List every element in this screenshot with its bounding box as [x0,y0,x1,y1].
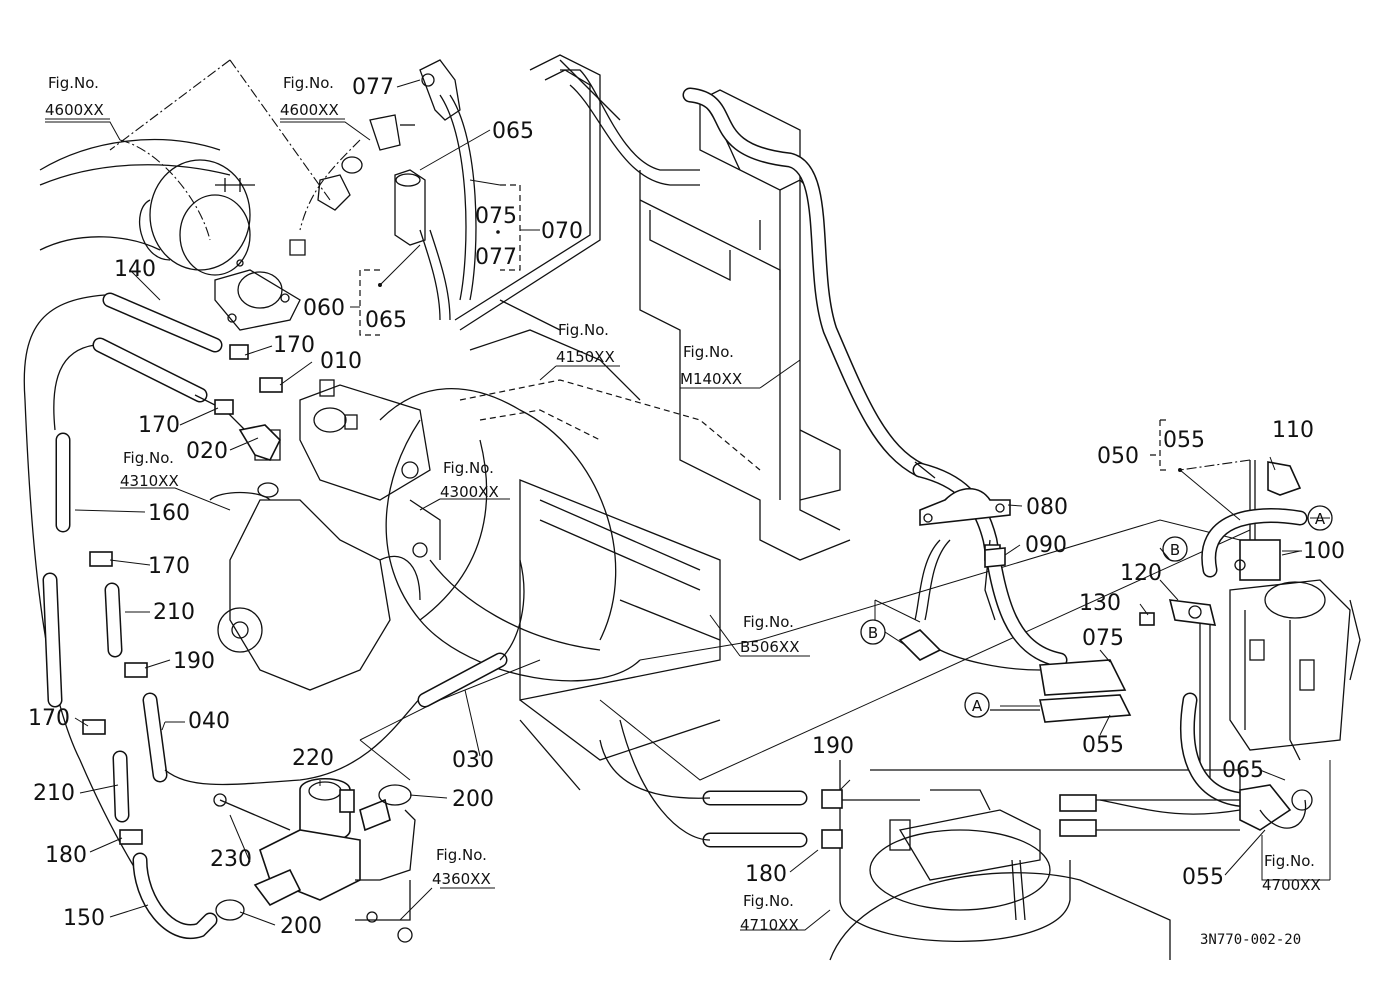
fig-ref-4600-left: Fig.No. 4600XX [45,74,110,120]
part-190: 190 [173,649,215,674]
part-160: 160 [148,501,190,526]
heater-unit [599,719,1241,961]
fig-ref-code: 4600XX [45,101,104,119]
part-070: 070 [541,219,583,244]
part-230: 230 [210,847,252,872]
callout-letter: A [972,697,983,715]
fig-ref-title: Fig.No. [283,74,334,92]
fig-ref-4310: Fig.No. 4310XX [120,449,179,490]
fig-ref-title: Fig.No. [558,321,609,339]
fig-ref-4710: Fig.No. 4710XX [740,892,799,934]
part-055: 055 [1182,865,1224,890]
sensor-connector-parts [317,59,461,246]
part-060: 060 [303,296,345,321]
part-050: 050 [1097,444,1139,469]
part-055: 055 [1082,733,1124,758]
fig-ref-m140: Fig.No. M140XX [680,343,742,388]
fig-ref-code: 4300XX [440,483,499,501]
part-170: 170 [273,333,315,358]
engine-outline [39,138,1251,791]
fig-ref-title: Fig.No. [443,459,494,477]
fig-ref-title: Fig.No. [436,846,487,864]
fig-ref-title: Fig.No. [123,449,174,467]
leader-lines [45,59,1331,931]
part-170: 170 [28,706,70,731]
callout-a-top: A [1307,505,1333,531]
part-200: 200 [452,787,494,812]
part-090: 090 [1025,533,1067,558]
part-110: 110 [1272,418,1314,443]
fig-ref-code: 4360XX [432,870,491,888]
part-077: 077 [475,245,517,270]
fig-ref-code: 4150XX [556,348,615,366]
part-130: 130 [1079,591,1121,616]
callout-letter: B [1170,541,1180,559]
callout-b-top: B [1162,536,1188,562]
fig-ref-code: 4710XX [740,916,799,934]
part-170: 170 [138,413,180,438]
part-100: 100 [1303,539,1345,564]
callout-letter: A [1315,510,1326,528]
fig-ref-code: M140XX [680,370,742,388]
center-hose-030 [417,559,525,708]
fig-ref-4300: Fig.No. 4300XX [440,459,499,501]
fig-ref-code: B506XX [740,638,799,656]
part-170: 170 [148,554,190,579]
part-180: 180 [745,862,787,887]
fig-ref-4600-top: Fig.No. 4600XX [280,74,345,120]
part-180: 180 [45,843,87,868]
part-210: 210 [33,781,75,806]
part-080: 080 [1026,495,1068,520]
left-hoses [23,292,488,939]
part-210: 210 [153,600,195,625]
fig-ref-4360: Fig.No. 4360XX [432,846,491,888]
part-220: 220 [292,746,334,771]
part-065: 065 [492,119,534,144]
solenoid-valve [213,778,416,943]
fig-ref-title: Fig.No. [48,74,99,92]
fig-ref-title: Fig.No. [683,343,734,361]
fig-ref-code: 4310XX [120,472,179,490]
fig-ref-4150: Fig.No. 4150XX [556,321,615,366]
part-065: 065 [365,308,407,333]
part-190: 190 [812,734,854,759]
rollbar-frame [559,59,851,561]
part-077: 077 [352,75,394,100]
fig-ref-title: Fig.No. [743,613,794,631]
part-140: 140 [114,257,156,282]
part-150: 150 [63,906,105,931]
callout-b-left: B [860,619,886,645]
right-valve-block [898,460,1361,837]
part-numbers: 077 065 075 077 070 060 065 140 170 010 … [28,75,1345,939]
part-030: 030 [452,748,494,773]
drawing-code: 3N770-002-20 [1200,932,1301,948]
upper-heater-hose [682,87,1068,668]
part-200: 200 [280,914,322,939]
fig-ref-code: 4600XX [280,101,339,119]
fig-ref-4700: Fig.No. 4700XX [1262,852,1321,894]
part-120: 120 [1120,561,1162,586]
fig-ref-code: 4700XX [1262,876,1321,894]
part-065: 065 [1222,758,1264,783]
part-010: 010 [320,349,362,374]
fig-ref-title: Fig.No. [743,892,794,910]
fig-ref-b506: Fig.No. B506XX [740,613,799,656]
part-020: 020 [186,439,228,464]
fig-ref-title: Fig.No. [1264,852,1315,870]
callout-a-left: A [964,692,990,718]
hose-070-assembly [419,54,741,331]
part-055: 055 [1163,428,1205,453]
callout-letter: B [868,624,878,642]
clamp-080 [919,487,1011,568]
part-075: 075 [1082,626,1124,651]
water-pump-assembly [209,379,441,691]
turbo-adapter [138,159,306,331]
part-075: 075 [475,204,517,229]
part-040: 040 [188,709,230,734]
